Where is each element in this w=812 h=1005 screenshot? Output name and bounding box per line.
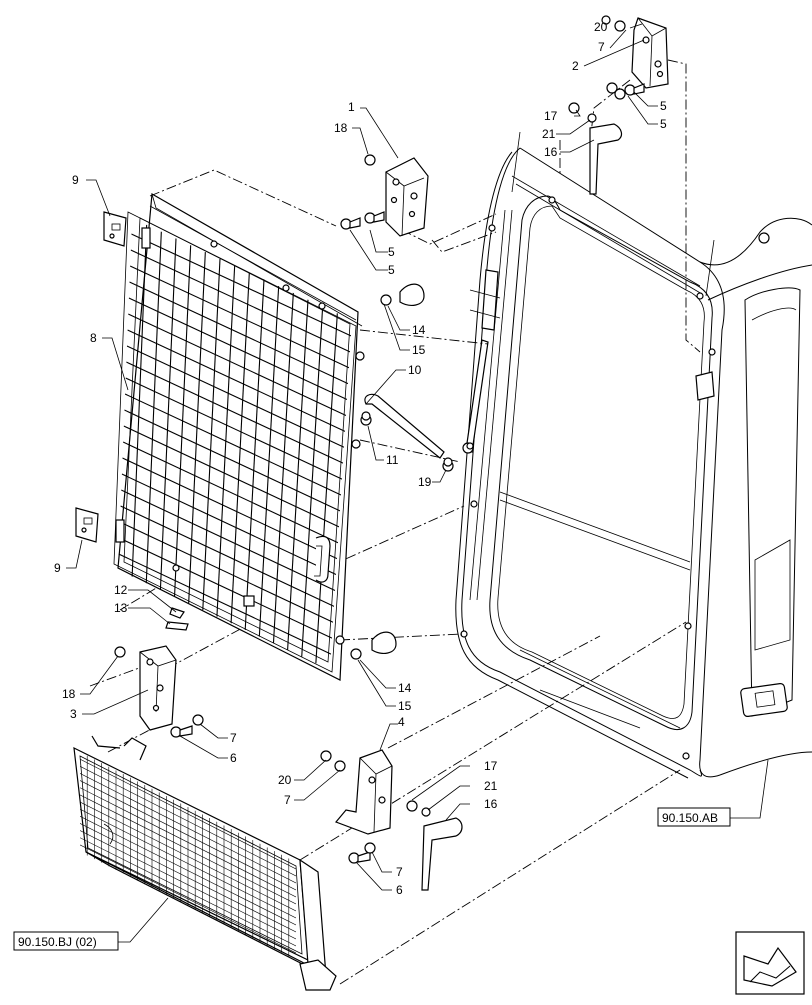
reference-guard[interactable]: 90.150.BJ (02) <box>13 931 119 951</box>
bracket-4 <box>334 749 393 835</box>
callout-2: 2 <box>572 59 579 73</box>
callout-5-d: 5 <box>660 117 667 131</box>
callout-10: 10 <box>408 363 422 377</box>
callout-19: 19 <box>418 475 432 489</box>
callout-17-top: 17 <box>544 109 558 123</box>
callout-11: 11 <box>386 453 399 467</box>
bracket-2 <box>631 17 669 89</box>
callout-5-b: 5 <box>388 263 395 277</box>
callout-14-bottom: 14 <box>398 681 412 695</box>
callout-6-mid: 6 <box>230 751 237 765</box>
reference-guard-label: 90.150.BJ (02) <box>18 935 97 949</box>
callout-12: 12 <box>114 583 128 597</box>
callout-7-bottom-right: 7 <box>396 865 403 879</box>
callout-15-top: 15 <box>412 343 426 357</box>
callout-16-bottom: 16 <box>484 797 498 811</box>
pin-16-top <box>589 123 623 195</box>
fasteners <box>114 15 645 864</box>
reference-cab[interactable]: 90.150.AB <box>657 807 731 827</box>
front-guard <box>73 735 337 991</box>
cab-body <box>455 131 812 779</box>
hinge-plate-9-bottom <box>75 507 99 543</box>
callout-20-bottom: 20 <box>278 773 292 787</box>
next-page-arrow-icon[interactable] <box>735 931 805 995</box>
callout-16-top: 16 <box>544 145 558 159</box>
callout-8: 8 <box>90 331 97 345</box>
callout-6-bottom: 6 <box>396 883 403 897</box>
callout-14-top: 14 <box>412 323 426 337</box>
callout-9-bottom: 9 <box>54 561 61 575</box>
leader-lines <box>66 23 769 943</box>
pin-16-bottom <box>421 817 463 891</box>
callout-5-a: 5 <box>388 245 395 259</box>
callout-18-top: 18 <box>334 121 348 135</box>
callout-4: 4 <box>398 715 405 729</box>
callout-18-bottom: 18 <box>62 687 76 701</box>
callout-17-bottom: 17 <box>484 759 498 773</box>
callout-20-top: 20 <box>594 20 608 34</box>
callout-labels: 1 18 5 5 9 8 20 7 2 5 5 17 21 16 14 15 1… <box>54 20 667 897</box>
callout-3: 3 <box>70 707 77 721</box>
hinge-plate-9-top <box>103 211 127 247</box>
callout-21-top: 21 <box>542 127 556 141</box>
reference-cab-label: 90.150.AB <box>662 811 718 825</box>
bracket-3 <box>139 645 177 731</box>
bracket-1 <box>385 157 429 237</box>
callout-7-mid: 7 <box>230 731 237 745</box>
callout-13: 13 <box>114 601 128 615</box>
callout-15-bottom: 15 <box>398 699 412 713</box>
callout-9-top: 9 <box>72 173 79 187</box>
rod-10 <box>360 393 454 472</box>
callout-1: 1 <box>348 100 355 114</box>
callout-5-c: 5 <box>660 99 667 113</box>
callout-21-bottom: 21 <box>484 779 498 793</box>
callout-7-bottom-left: 7 <box>284 793 291 807</box>
callout-7-top: 7 <box>598 40 605 54</box>
window-guard-screen <box>113 193 365 681</box>
